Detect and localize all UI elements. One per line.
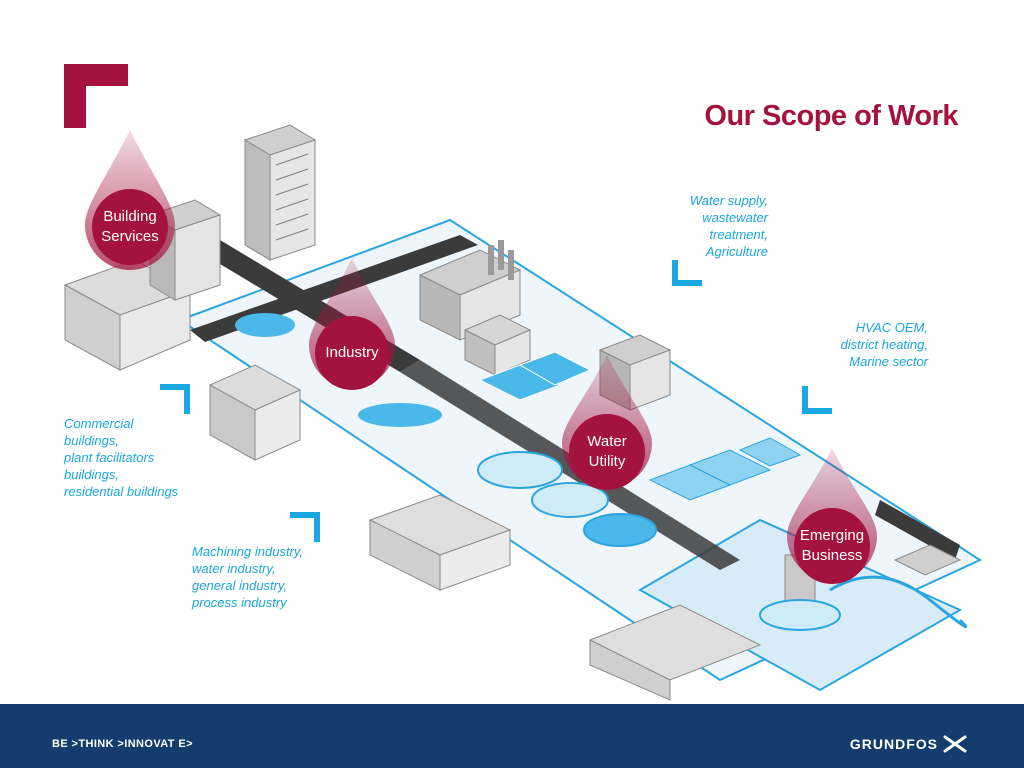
segment-label-industry: Industry <box>302 343 402 363</box>
segment-label-line: Services <box>101 228 159 245</box>
caption-industry: Machining industry, water industry, gene… <box>192 543 303 611</box>
teardrop-marker-icon <box>787 448 877 584</box>
logo-text: GRUNDFOS <box>849 736 938 752</box>
caption-line: Water supply, <box>689 193 768 208</box>
corner-bracket-icon <box>64 64 128 128</box>
caption-line: HVAC OEM, <box>855 320 928 335</box>
teardrop-marker-icon <box>85 130 175 270</box>
segment-label-building-services: Building Services <box>80 207 180 247</box>
segment-label-line: Emerging <box>799 527 865 544</box>
caption-line: Marine sector <box>849 354 928 369</box>
segment-label-water-utility: Water Utility <box>557 432 657 472</box>
caption-line: residential buildings <box>64 484 179 499</box>
segment-label-emerging-business: Emerging Business <box>782 526 882 566</box>
slide-title: Our Scope of Work <box>704 100 958 132</box>
caption-emerging-business: HVAC OEM, district heating, Marine secto… <box>841 319 928 370</box>
isometric-city-illustration <box>63 64 983 701</box>
caption-line: district heating, <box>840 337 928 352</box>
footer-tagline: BE >THINK >INNOVAT E> <box>52 738 193 750</box>
teardrop-marker-icon <box>309 258 395 390</box>
corner-bracket-icon <box>802 386 832 414</box>
caption-line: process industry <box>192 595 287 610</box>
caption-line: Machining industry, <box>192 544 304 559</box>
caption-line: water industry, <box>192 561 276 576</box>
caption-line: wastewater <box>702 210 768 225</box>
segment-label-line: Utility <box>588 453 626 470</box>
caption-building-services: Commercial buildings, plant facilitators… <box>64 415 178 500</box>
caption-line: treatment, <box>709 227 768 242</box>
corner-bracket-icon <box>290 512 320 542</box>
caption-line: Agriculture <box>705 244 768 259</box>
segment-label-line: Business <box>801 547 863 564</box>
teardrop-marker-icon <box>562 355 652 490</box>
corner-bracket-icon <box>672 260 702 286</box>
caption-line: buildings, <box>64 433 119 448</box>
caption-line: Commercial <box>64 416 134 431</box>
footer-bar: BE >THINK >INNOVAT E> GRUNDFOS <box>0 704 1024 768</box>
grundfos-logo: GRUNDFOS <box>850 734 968 754</box>
corner-bracket-icon <box>160 384 190 414</box>
segment-label-line: Industry <box>325 344 379 361</box>
caption-line: plant facilitators <box>64 450 155 465</box>
grundfos-logo-icon <box>943 735 967 753</box>
caption-water-utility: Water supply, wastewater treatment, Agri… <box>690 192 768 260</box>
segment-label-line: Water <box>587 433 627 450</box>
caption-line: buildings, <box>64 467 119 482</box>
caption-line: general industry, <box>192 578 288 593</box>
office-tower <box>243 124 317 261</box>
segment-label-line: Building <box>103 208 157 225</box>
